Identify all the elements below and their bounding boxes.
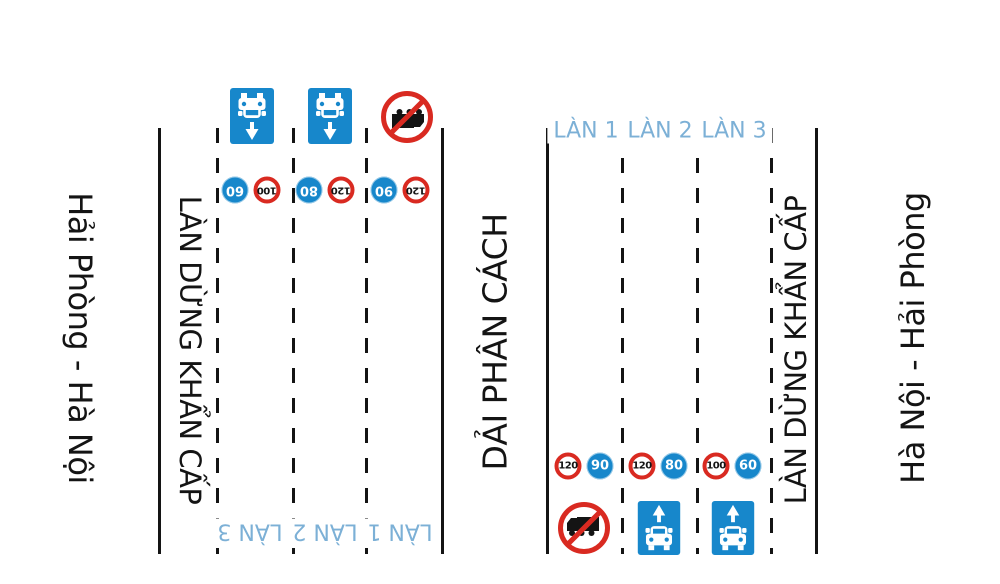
right-road-lane-divider-2 <box>696 128 699 554</box>
min-speed-sign-icon: 80 <box>660 452 688 480</box>
left-road-lane-divider-3 <box>365 128 368 554</box>
min-speed-sign-icon: 90 <box>370 176 398 204</box>
route-title-left: Hải Phòng - Hà Nội <box>61 192 99 484</box>
max-speed-sign-icon: 120 <box>628 452 656 480</box>
min-speed-sign-icon: 60 <box>221 176 249 204</box>
car-lane-sign-icon <box>711 501 755 555</box>
left-lane-1-label: LÀN 1 <box>361 518 439 544</box>
left-lane-2-speed-signs: 120 80 <box>295 176 355 204</box>
right-road-median-edge-line <box>546 128 549 554</box>
left-emergency-lane-label: LÀN DỪNG KHẨN CẤP <box>173 195 207 505</box>
car-lane-sign-icon <box>637 501 681 555</box>
min-speed-sign-icon: 90 <box>586 452 614 480</box>
left-road-lane-divider-2 <box>292 128 295 554</box>
right-lane-3-speed-signs: 100 60 <box>702 452 762 480</box>
left-lane-3-speed-signs: 100 60 <box>221 176 281 204</box>
max-speed-sign-icon: 120 <box>402 176 430 204</box>
no-trucks-sign-icon <box>381 91 433 143</box>
right-lane-3-label: LÀN 3 <box>695 118 773 144</box>
left-road-lane-divider-1 <box>216 128 219 554</box>
right-lane-1-label: LÀN 1 <box>547 118 625 144</box>
right-lane-2-label: LÀN 2 <box>621 118 699 144</box>
right-emergency-lane-label: LÀN DỪNG KHẨN CẤP <box>779 195 813 505</box>
car-lane-sign-icon <box>230 88 275 144</box>
right-road-lane-divider-1 <box>621 128 624 554</box>
right-lane-2-speed-signs: 120 80 <box>628 452 688 480</box>
left-lane-2-label: LÀN 2 <box>286 518 364 544</box>
max-speed-sign-icon: 100 <box>253 176 281 204</box>
car-lane-sign-icon <box>308 88 353 144</box>
max-speed-sign-icon: 120 <box>554 452 582 480</box>
right-road-lane-divider-3 <box>770 128 773 554</box>
right-lane-1-speed-signs: 120 90 <box>554 452 614 480</box>
right-road-outer-edge-line <box>815 128 818 554</box>
min-speed-sign-icon: 80 <box>295 176 323 204</box>
left-lane-1-speed-signs: 120 90 <box>370 176 430 204</box>
left-road-outer-edge-line <box>158 128 161 554</box>
max-speed-sign-icon: 100 <box>702 452 730 480</box>
no-trucks-sign-icon <box>558 502 610 554</box>
min-speed-sign-icon: 60 <box>734 452 762 480</box>
left-lane-3-label: LÀN 3 <box>211 518 289 544</box>
median-strip-label: DẢI PHÂN CÁCH <box>475 213 515 471</box>
left-road-median-edge-line <box>441 128 444 554</box>
route-title-right: Hà Nội - Hải Phòng <box>894 192 932 484</box>
max-speed-sign-icon: 120 <box>327 176 355 204</box>
